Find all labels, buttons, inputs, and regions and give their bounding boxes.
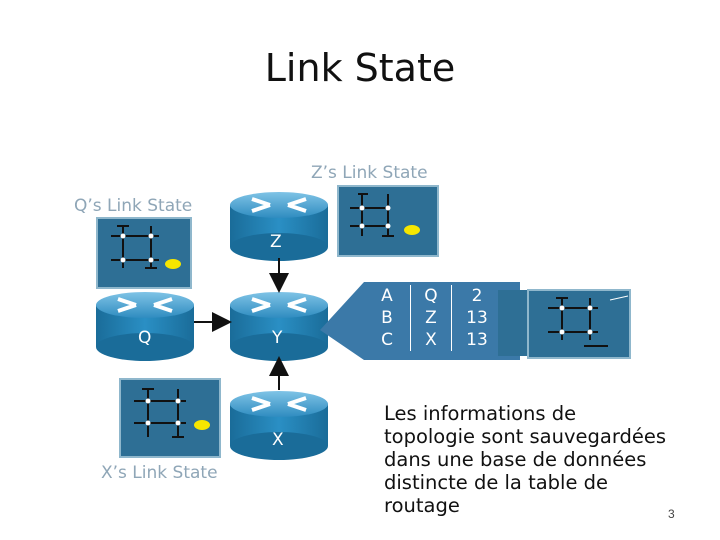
- table-cell: B: [364, 307, 411, 329]
- router-y: [230, 292, 328, 361]
- q-link-state-graphic: [96, 217, 192, 289]
- text-line: distincte de la table de: [384, 471, 609, 494]
- text-line: Les informations de: [384, 402, 577, 425]
- page-number: 3: [668, 507, 675, 521]
- table-cell: A: [364, 285, 411, 307]
- table-cell: X: [410, 329, 452, 351]
- table-row: C X 13: [364, 329, 502, 351]
- table-row: B Z 13: [364, 307, 502, 329]
- table-cell: Q: [410, 285, 452, 307]
- z-link-state-graphic: [337, 185, 439, 257]
- callout-extension: [498, 290, 528, 356]
- slide-title: Link State: [264, 46, 456, 90]
- table-row: A Q 2: [364, 285, 502, 307]
- router-y-label: Y: [272, 328, 283, 348]
- y-link-state-graphic: [527, 289, 631, 359]
- table-cell: 2: [471, 286, 483, 306]
- link-state-database-table: A Q 2 B Z 13 C X 13: [364, 285, 502, 351]
- table-cell: 13: [466, 330, 488, 350]
- table-cell: Z: [410, 307, 452, 329]
- router-z: [230, 192, 328, 261]
- text-line: topologie sont sauvegardées: [384, 425, 667, 448]
- text-line: dans une base de données: [384, 448, 647, 471]
- text-line: routage: [384, 494, 460, 517]
- router-q: [96, 292, 194, 361]
- table-cell: 13: [466, 308, 488, 328]
- z-link-state-label: Z’s Link State: [311, 163, 428, 183]
- router-x: [230, 391, 328, 460]
- router-q-label: Q: [138, 328, 152, 348]
- x-link-state-graphic: [119, 378, 221, 458]
- description-text: Les informations de topologie sont sauve…: [384, 402, 684, 517]
- q-link-state-label: Q’s Link State: [74, 196, 193, 216]
- router-x-label: X: [272, 430, 284, 450]
- router-z-label: Z: [270, 232, 282, 252]
- x-link-state-label: X’s Link State: [101, 463, 218, 483]
- table-cell: C: [364, 329, 411, 351]
